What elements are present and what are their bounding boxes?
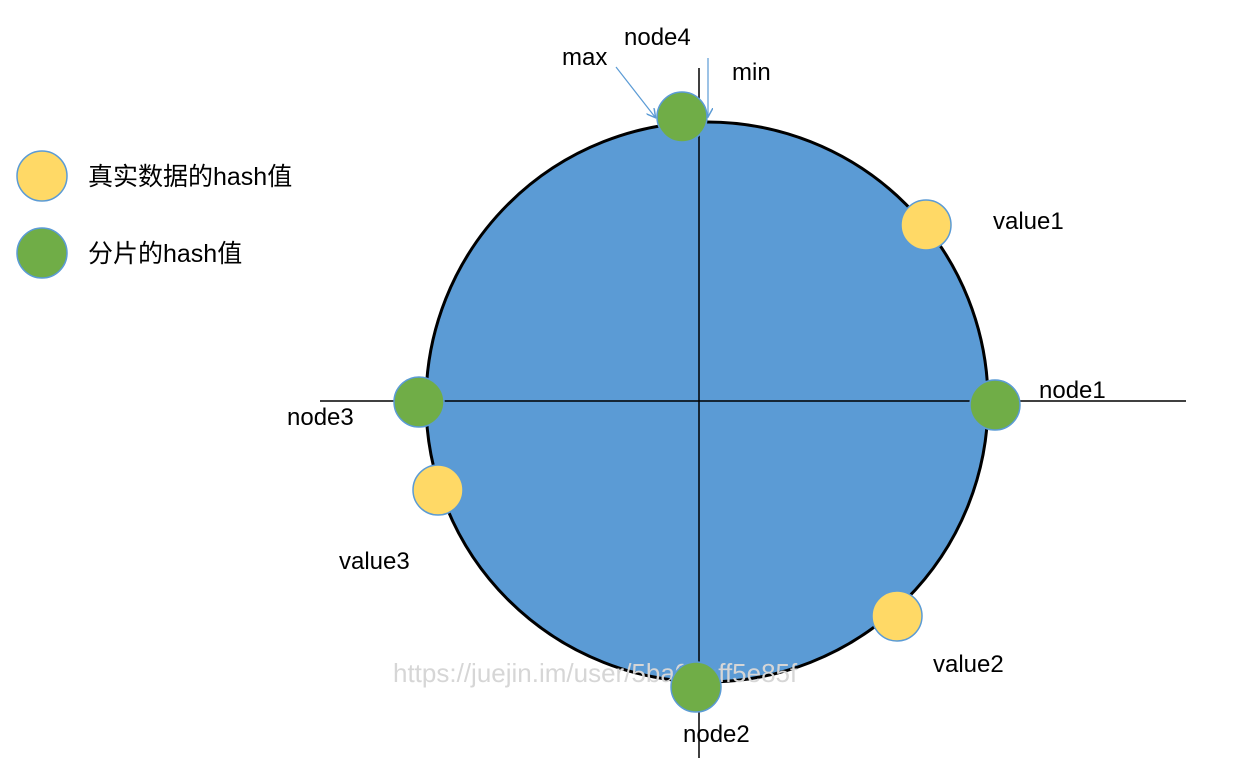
max-arrow (615, 66, 655, 117)
legend-shard-point-icon (16, 227, 68, 279)
data-point-value3 (412, 464, 464, 516)
node4-label: node4 (624, 24, 691, 51)
legend-data-point-icon (16, 150, 68, 202)
node1-label: node1 (1039, 377, 1106, 404)
shard-point-node2 (670, 661, 722, 713)
node3-label: node3 (287, 404, 354, 431)
max-label: max (562, 44, 607, 71)
legend-shard-label: 分片的hash值 (88, 240, 242, 268)
value3-label: value3 (339, 548, 410, 575)
value1-label: value1 (993, 208, 1064, 235)
shard-point-node1 (969, 379, 1021, 431)
min-label: min (732, 59, 771, 86)
shard-point-node4 (656, 91, 708, 143)
shard-point-node3 (393, 376, 445, 428)
value2-label: value2 (933, 651, 1004, 678)
data-point-value1 (900, 199, 952, 251)
data-point-value2 (871, 590, 923, 642)
watermark: https://juejin.im/user/5ba06aff5e85f (393, 658, 798, 688)
legend-real-data-label: 真实数据的hash值 (88, 163, 292, 191)
node2-label: node2 (683, 721, 750, 748)
legend: 真实数据的hash值 分片的hash值 (16, 150, 292, 279)
